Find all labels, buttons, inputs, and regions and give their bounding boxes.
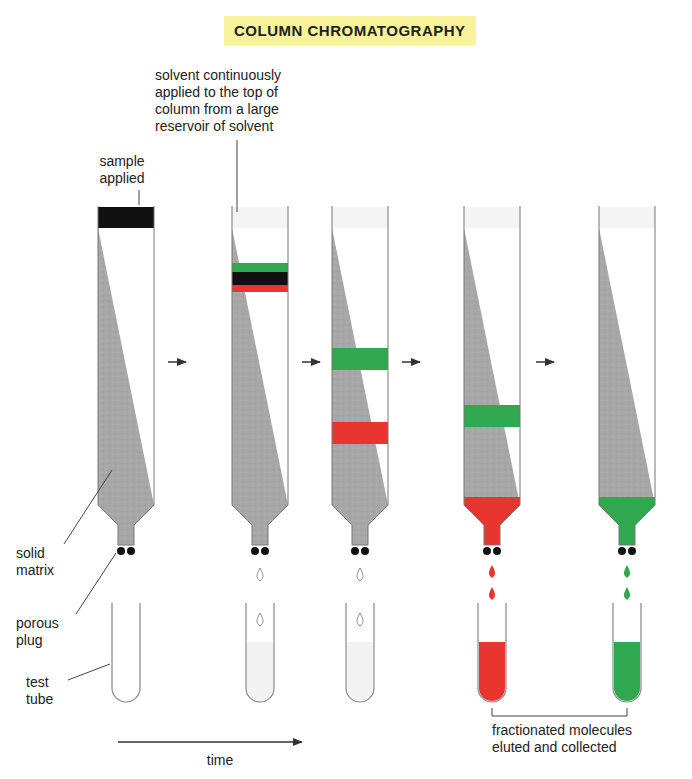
- leader-line: [64, 140, 237, 680]
- axis-label: time: [190, 752, 250, 769]
- callout-label: porous plug: [16, 615, 76, 649]
- column: [332, 206, 388, 702]
- callout-label: solid matrix: [16, 545, 76, 579]
- title-banner: COLUMN CHROMATOGRAPHY: [224, 16, 476, 45]
- callout-label: test tube: [26, 674, 76, 708]
- bracket: [492, 708, 627, 716]
- column: [464, 206, 520, 702]
- caption-note: fractionated molecules eluted and collec…: [492, 722, 658, 756]
- column: [98, 206, 154, 702]
- column: [599, 206, 655, 702]
- callout-label: sample applied: [82, 153, 162, 187]
- time-arrow: [118, 741, 302, 743]
- step-arrow: [168, 361, 554, 363]
- column: [232, 206, 288, 702]
- callout-label: solvent continuously applied to the top …: [155, 67, 317, 135]
